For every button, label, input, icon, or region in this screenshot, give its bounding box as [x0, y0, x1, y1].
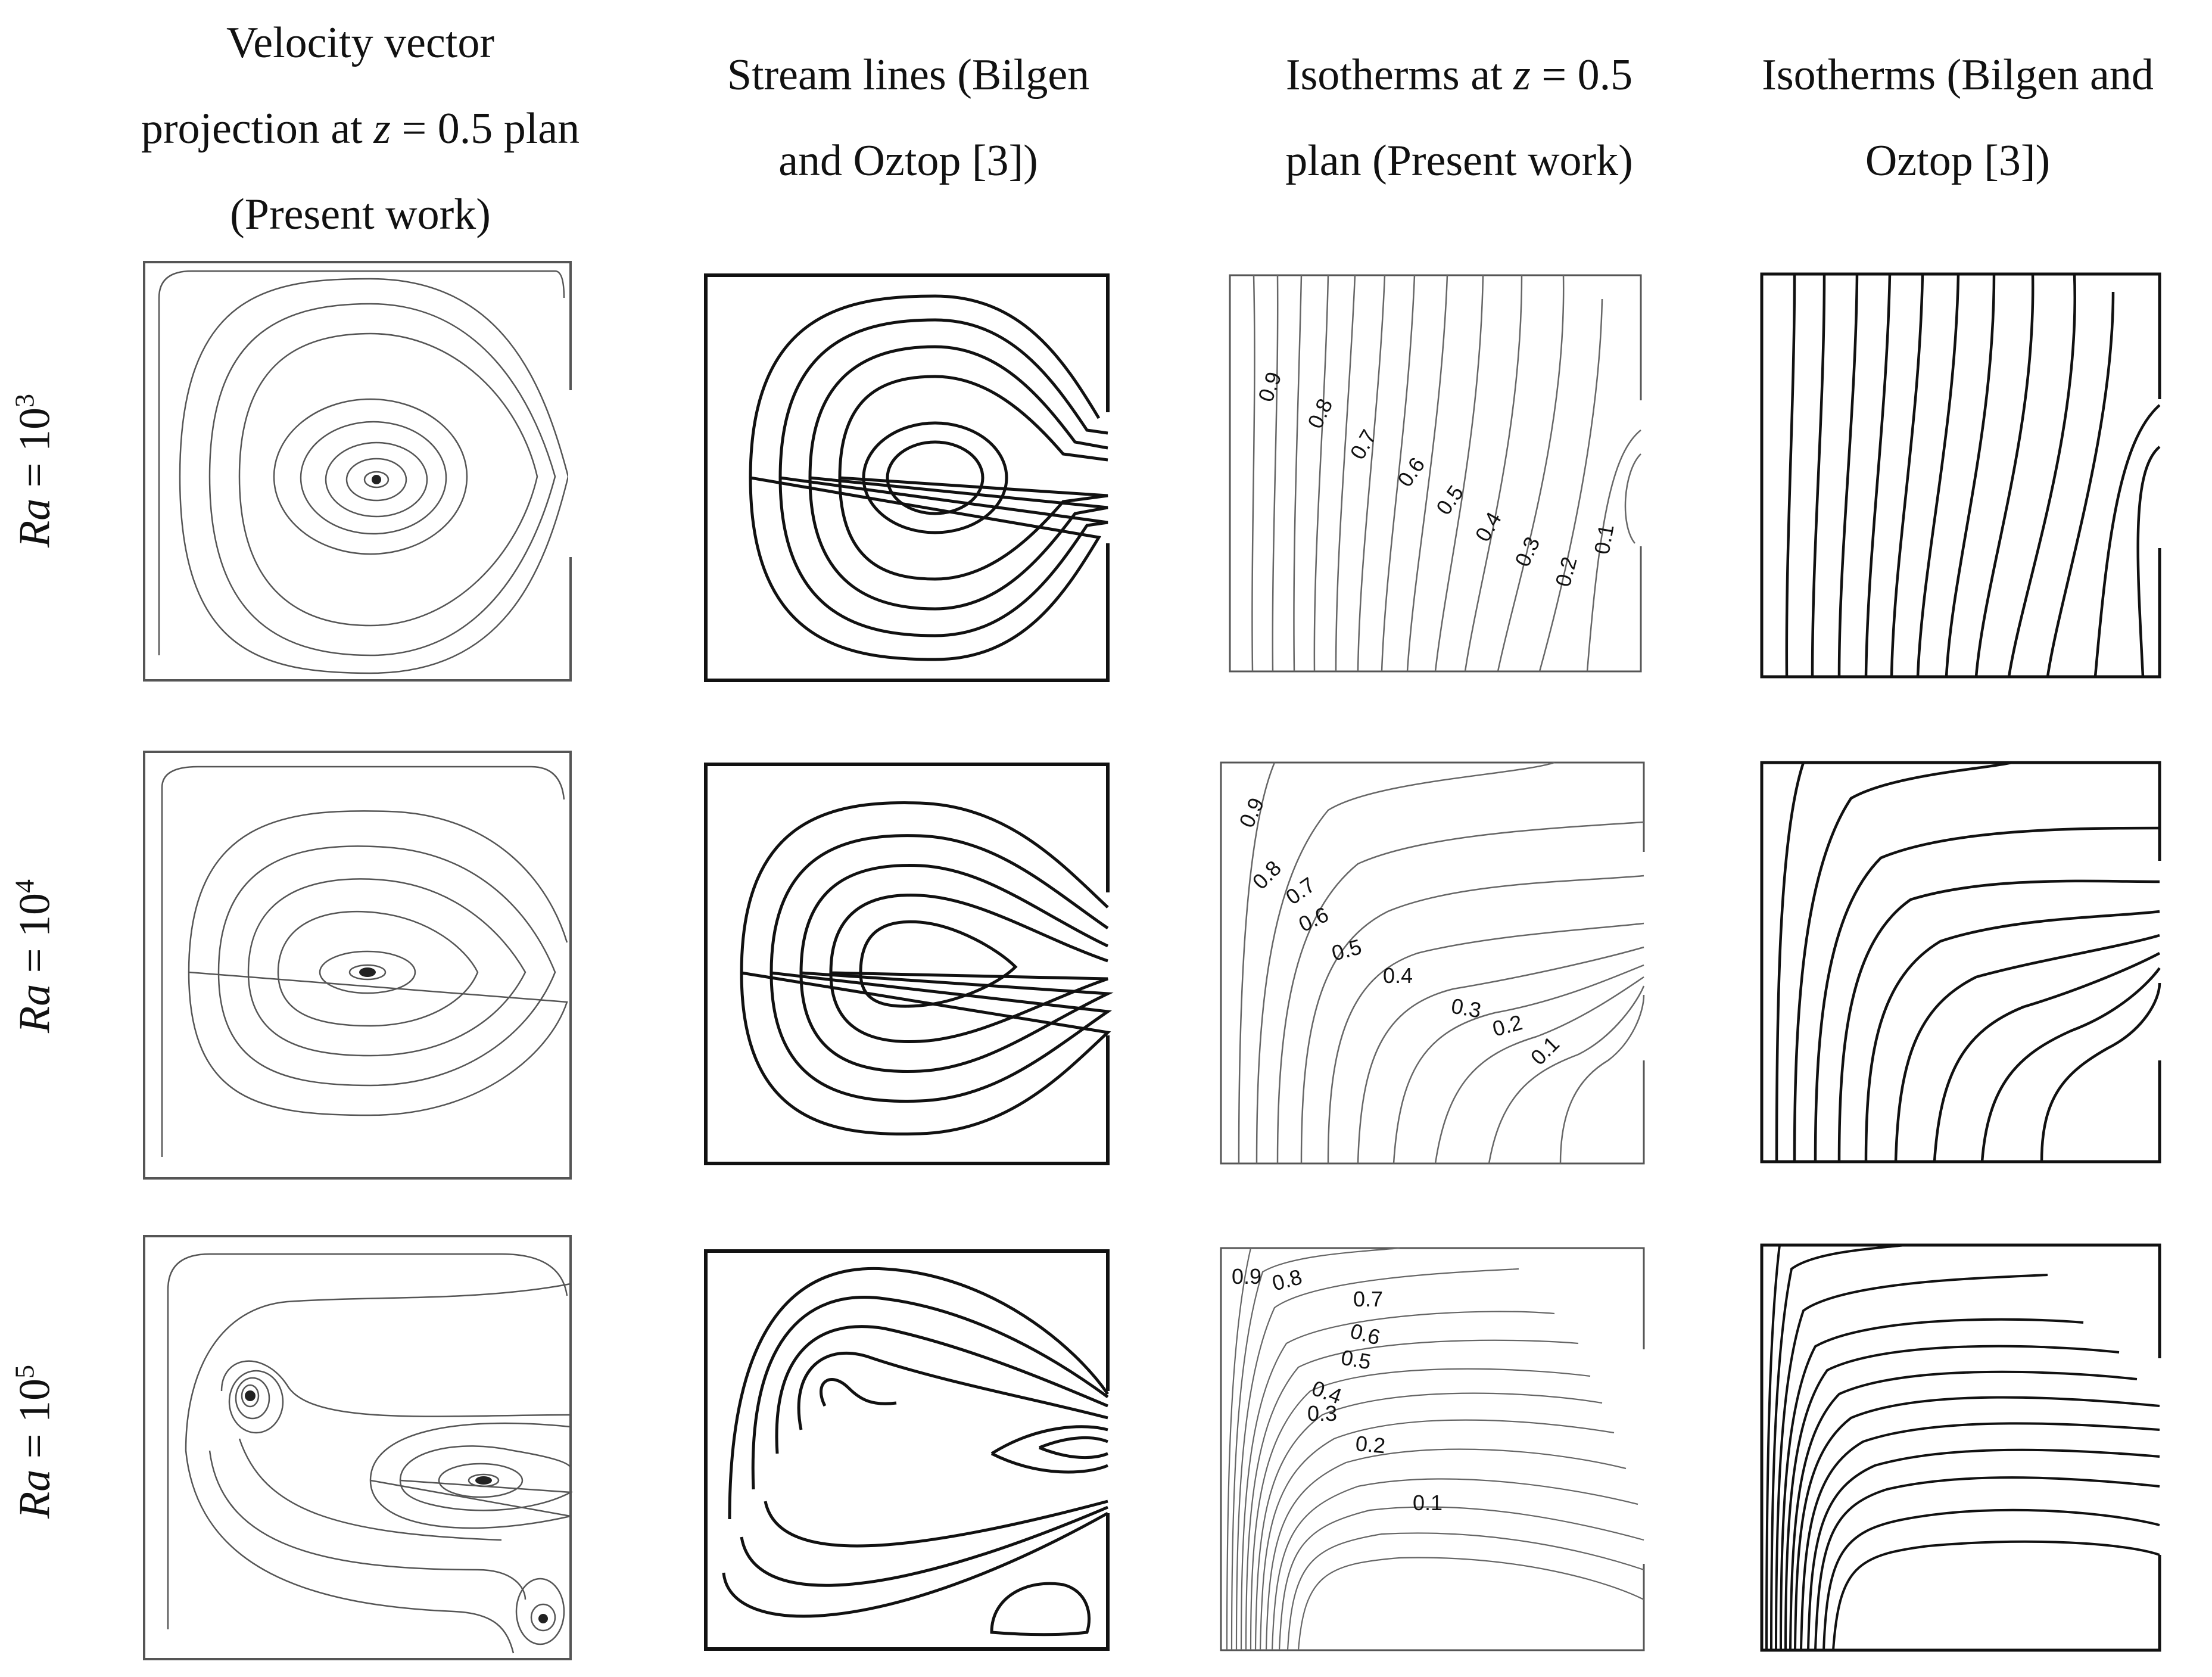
isotherm-bilgen-panel-ra-1e4	[1760, 761, 2161, 1163]
isotherm-bilgen-svg	[1760, 272, 2161, 679]
isotherm-lines	[1775, 761, 2161, 1162]
velocity-panel-ra-1e3	[143, 261, 573, 682]
contour-label: 0.3	[1450, 994, 1483, 1023]
eye-cores	[245, 1390, 548, 1623]
contour-label: 0.9	[1232, 1264, 1261, 1289]
isotherm-bilgen-panel-ra-1e5	[1760, 1243, 2161, 1652]
streamline-panel-ra-1e3	[704, 273, 1110, 682]
frame	[1760, 1243, 2161, 1652]
isotherm-bilgen-svg	[1760, 761, 2161, 1163]
contour-label: 0.2	[1354, 1431, 1386, 1458]
row-label-ra-1e4: Ra = 104	[9, 879, 60, 1033]
eye-core	[359, 967, 376, 977]
velocity-svg	[143, 751, 572, 1180]
isotherm-panel-ra-1e3: 0.9 0.8 0.7 0.6 0.5 0.4 0.3 0.2 0.1	[1229, 274, 1642, 673]
eye-core	[372, 475, 381, 484]
contour-label: 0.1	[1590, 522, 1619, 556]
header-stream-lines: Stream lines (Bilgen and Oztop [3])	[661, 32, 1155, 204]
frame	[143, 261, 572, 682]
frame	[1229, 274, 1642, 673]
frame	[143, 751, 572, 1180]
contour-label: 0.6	[1348, 1318, 1383, 1350]
contour-label: 0.5	[1339, 1345, 1373, 1374]
header-velocity-vector: Velocity vector projection at z = 0.5 pl…	[60, 0, 661, 257]
streamline-svg	[704, 763, 1114, 1165]
velocity-svg	[143, 1235, 574, 1660]
isotherm-bilgen-panel-ra-1e3	[1760, 272, 2161, 679]
isotherm-panel-ra-1e4: 0.9 0.8 0.7 0.6 0.5 0.4 0.3 0.2 0.1	[1220, 761, 1645, 1165]
contour-label: 0.3	[1510, 533, 1544, 571]
isotherm-bilgen-svg	[1760, 1243, 2161, 1652]
streamline-svg	[704, 1249, 1110, 1651]
isotherm-lines	[1785, 273, 2161, 677]
streamlines	[740, 801, 1114, 1136]
contour-label: 0.4	[1470, 508, 1506, 546]
streamlines	[749, 294, 1108, 661]
header-line: Isotherms at z = 0.5	[1285, 51, 1633, 99]
header-isotherms-bilgen: Isotherms (Bilgen and Oztop [3])	[1703, 32, 2212, 204]
isotherm-svg: 0.9 0.8 0.7 0.6 0.5 0.4 0.3 0.2 0.1	[1220, 761, 1645, 1165]
contour-label: 0.5	[1431, 481, 1468, 519]
header-line: Isotherms (Bilgen and	[1762, 51, 2154, 99]
contour-label: 0.6	[1295, 902, 1332, 936]
header-line: Velocity vector	[226, 18, 494, 67]
contour-label: 0.1	[1413, 1491, 1443, 1515]
isotherm-lines	[1238, 761, 1645, 1164]
row-label-ra-1e3: Ra = 103	[9, 394, 60, 547]
contour-label: 0.7	[1353, 1287, 1383, 1311]
contour-label: 0.2	[1550, 554, 1582, 589]
contour-label: 0.7	[1345, 425, 1381, 463]
streamline-svg	[704, 273, 1110, 682]
streamline-panel-ra-1e5	[704, 1249, 1110, 1651]
frame	[1760, 272, 2161, 679]
isotherm-lines	[1765, 1244, 2160, 1651]
header-line: Stream lines (Bilgen	[727, 51, 1090, 99]
isotherm-labels: 0.9 0.8 0.7 0.6 0.5 0.4 0.3 0.2 0.1	[1232, 1264, 1443, 1515]
contour-label: 0.8	[1248, 855, 1286, 894]
streamlines	[161, 766, 568, 1157]
velocity-svg	[143, 261, 573, 682]
frame	[704, 763, 1110, 1165]
contour-label: 0.7	[1281, 872, 1320, 909]
header-line: plan (Present work)	[1285, 136, 1633, 185]
header-line: and Oztop [3])	[778, 136, 1038, 185]
isotherm-lines	[1226, 1247, 1644, 1651]
isotherm-lines	[1251, 275, 1641, 672]
contour-label: 0.5	[1329, 934, 1364, 966]
isotherm-svg: 0.9 0.8 0.7 0.6 0.5 0.4 0.3 0.2 0.1	[1220, 1247, 1645, 1651]
frame	[143, 1235, 572, 1660]
frame	[1220, 761, 1645, 1165]
contour-label: 0.2	[1490, 1010, 1525, 1041]
frame	[704, 273, 1110, 682]
velocity-panel-ra-1e4	[143, 751, 572, 1180]
contour-label: 0.9	[1253, 369, 1286, 405]
streamlines	[167, 1253, 574, 1654]
isotherm-labels: 0.9 0.8 0.7 0.6 0.5 0.4 0.3 0.2 0.1	[1253, 369, 1619, 589]
frame	[1220, 1247, 1645, 1651]
streamlines	[722, 1267, 1110, 1636]
contour-label: 0.1	[1526, 1031, 1564, 1069]
header-line: (Present work)	[230, 190, 491, 239]
contour-label: 0.3	[1307, 1401, 1337, 1426]
velocity-panel-ra-1e5	[143, 1235, 574, 1660]
frame	[704, 1249, 1110, 1651]
row-label-ra-1e5: Ra = 105	[9, 1365, 60, 1519]
header-line: projection at z = 0.5 plan	[141, 104, 580, 153]
contour-label: 0.4	[1383, 963, 1413, 988]
streamline-panel-ra-1e4	[704, 763, 1114, 1165]
streamlines	[158, 270, 569, 674]
isotherm-panel-ra-1e5: 0.9 0.8 0.7 0.6 0.5 0.4 0.3 0.2 0.1	[1220, 1247, 1645, 1651]
contour-label: 0.8	[1303, 395, 1337, 433]
header-isotherms-present: Isotherms at z = 0.5 plan (Present work)	[1155, 32, 1763, 204]
isotherm-svg: 0.9 0.8 0.7 0.6 0.5 0.4 0.3 0.2 0.1	[1229, 274, 1642, 673]
isotherm-labels: 0.9 0.8 0.7 0.6 0.5 0.4 0.3 0.2 0.1	[1234, 794, 1564, 1070]
contour-label: 0.8	[1269, 1264, 1304, 1296]
header-line: Oztop [3])	[1865, 136, 2051, 185]
opening	[568, 390, 573, 557]
frame	[1760, 761, 2161, 1163]
